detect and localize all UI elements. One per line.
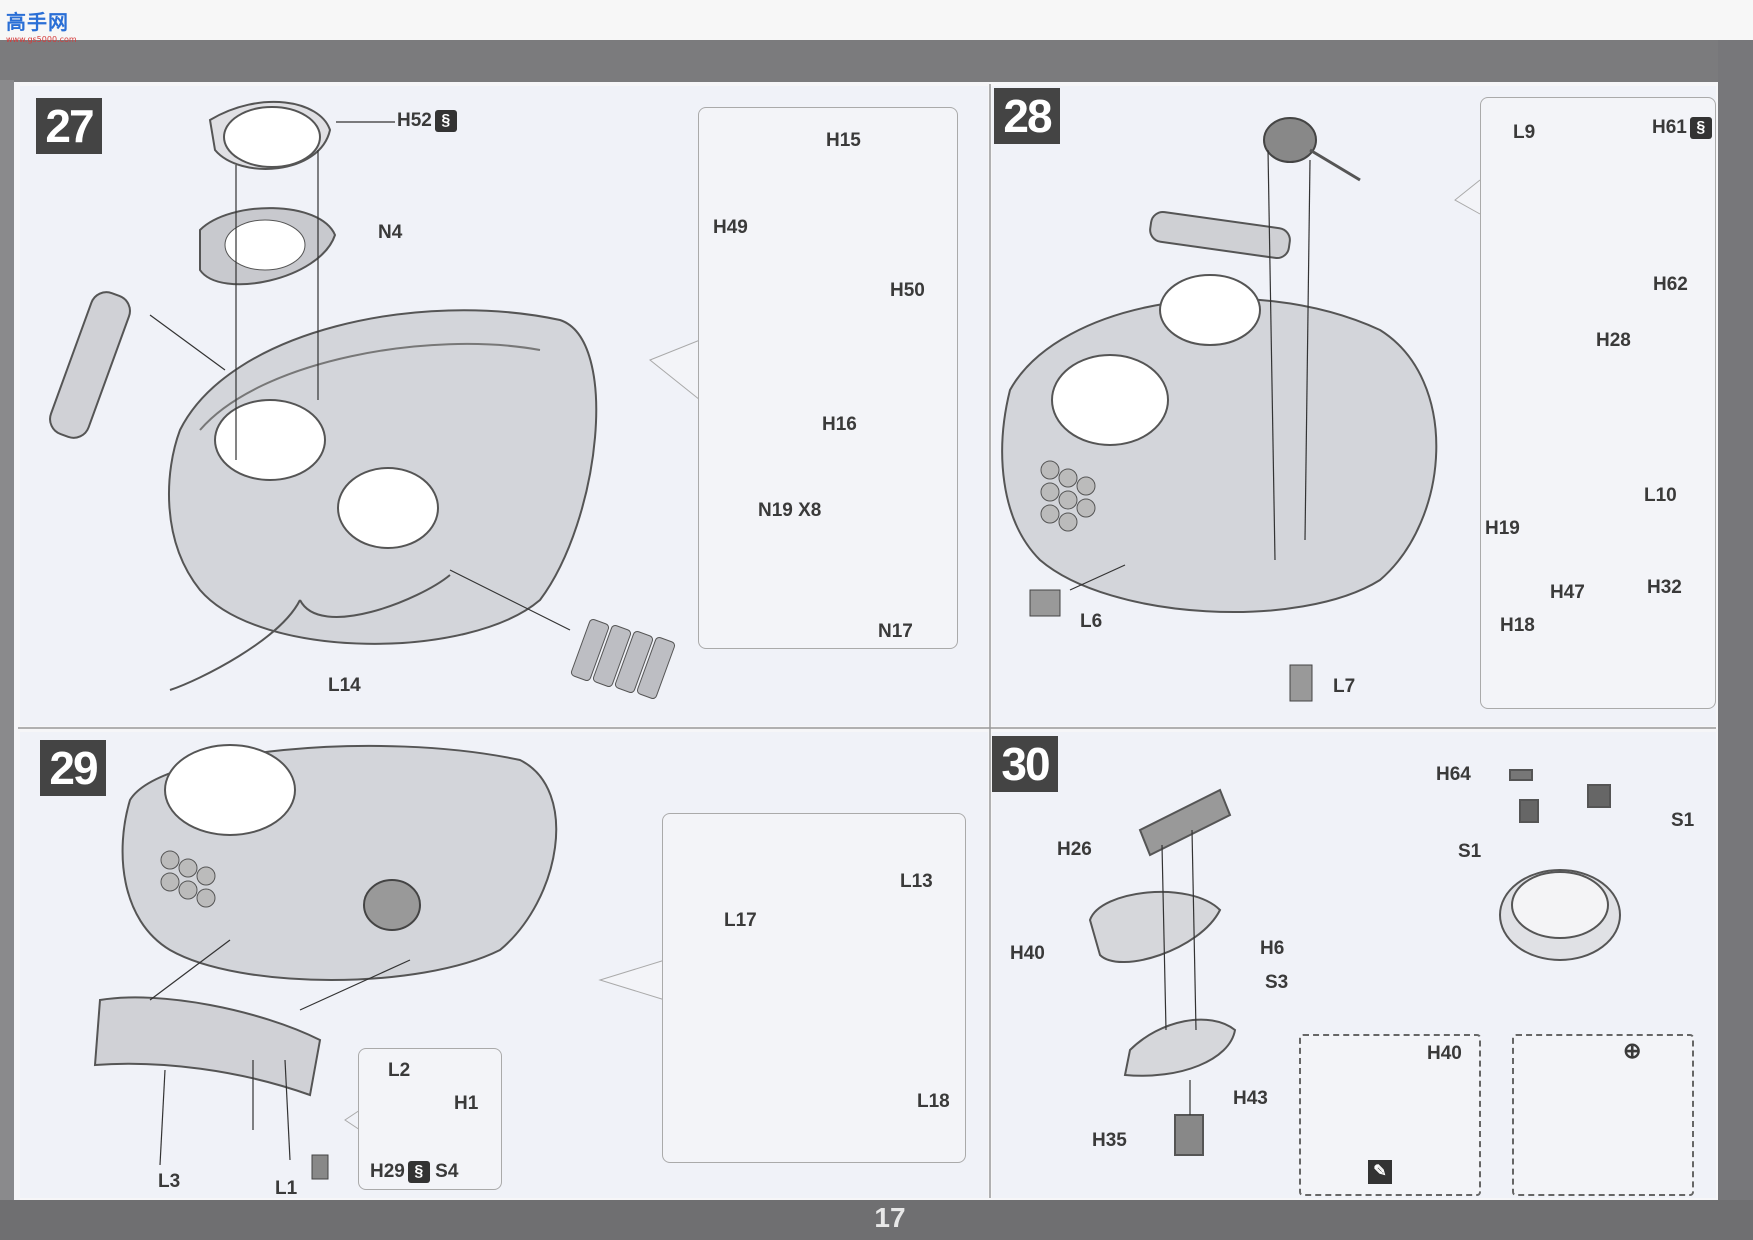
step-number-27: 27 (36, 98, 102, 154)
part-label: L17 (724, 910, 757, 931)
part-label: H49 (713, 217, 748, 238)
scan-edge-right (1718, 40, 1753, 1240)
part-label: H52§ (397, 110, 457, 132)
page-footer (0, 1200, 1753, 1240)
step-number-29: 29 (40, 740, 106, 796)
part-label: L1 (275, 1178, 298, 1199)
step-30-zoom-detail-box (1512, 1034, 1694, 1196)
part-label: H43 (1233, 1088, 1268, 1109)
part-label: H35 (1092, 1130, 1127, 1151)
part-label: L7 (1333, 676, 1356, 697)
part-label: L2 (388, 1060, 411, 1081)
part-label: H1 (454, 1093, 479, 1114)
part-label: L3 (158, 1171, 181, 1192)
paint-spot-icon: § (407, 1161, 430, 1183)
part-label: L14 (328, 675, 361, 696)
step-27-detail-box (698, 107, 958, 649)
part-label: H19 (1485, 518, 1520, 539)
part-label: H61§ (1652, 117, 1712, 139)
part-label: H18 (1500, 615, 1535, 636)
page-number: 17 (874, 1202, 906, 1233)
part-label: N4 (378, 222, 403, 243)
part-label: H40 (1010, 943, 1045, 964)
step-28-turret-drawing (1001, 117, 1438, 702)
part-label: L18 (917, 1091, 950, 1112)
part-label: H40 (1427, 1043, 1462, 1064)
part-label: S1 (1671, 810, 1695, 831)
part-label: L13 (900, 871, 933, 892)
part-label: H64 (1436, 764, 1471, 785)
glue-icon: ✎ (1368, 1160, 1392, 1184)
part-label: N19 X8 (758, 500, 822, 521)
part-label: S3 (1265, 972, 1289, 993)
part-label: S1 (1458, 841, 1482, 862)
part-label: L10 (1644, 485, 1677, 506)
step-number-30: 30 (992, 736, 1058, 792)
watermark-logo: 高手网 www.gs5000.com (6, 10, 77, 44)
part-label: H16 (822, 414, 857, 435)
part-label: H47 (1550, 582, 1585, 603)
paint-spot-icon: § (1689, 117, 1712, 139)
part-label: N17 (878, 621, 913, 642)
part-label: L6 (1080, 611, 1103, 632)
step-29-detail-box (662, 813, 966, 1163)
part-label: H26 (1057, 839, 1092, 860)
scan-edge-left (0, 80, 14, 1200)
step-29-small-detail-box (358, 1048, 502, 1190)
scan-edge-top (0, 0, 1753, 82)
zoom-icon: ⊕ (1623, 1038, 1642, 1063)
step-28-detail-box (1480, 97, 1716, 709)
paint-spot-icon: § (434, 110, 457, 132)
part-label: H62 (1653, 274, 1688, 295)
part-label: H29§ S4 (370, 1161, 459, 1183)
step-27-turret-drawing (49, 100, 676, 699)
part-label: H6 (1260, 938, 1285, 959)
part-label: H50 (890, 280, 925, 301)
part-label: L9 (1513, 122, 1536, 143)
part-label: H32 (1647, 577, 1682, 598)
step-29-turret-drawing (93, 744, 558, 1180)
part-label: H28 (1596, 330, 1631, 351)
part-label: H15 (826, 130, 861, 151)
step-number-28: 28 (994, 88, 1060, 144)
